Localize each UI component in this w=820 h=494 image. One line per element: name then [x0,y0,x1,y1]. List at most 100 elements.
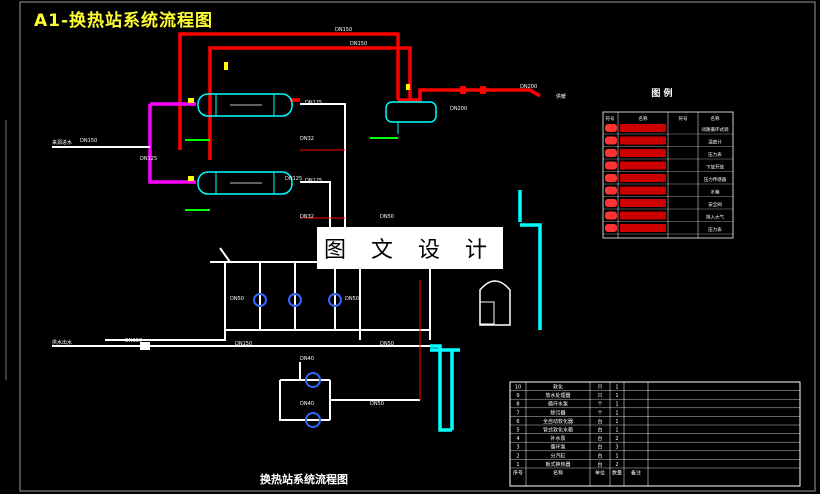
bom-no: 8 [516,402,519,408]
legend-item-label: 下放开放 [706,164,724,171]
pipe-size-label: DN32 [300,214,314,220]
control-lines [185,137,421,400]
legend-header: 符号 [679,115,688,122]
legend-symbol [605,149,617,157]
pipe-size-label: DN200 [450,106,467,112]
legend-name-cell [620,161,666,170]
bom-qty: 1 [615,428,618,434]
pipe-size-label: DN50 [345,296,359,302]
legend-name-cell [620,174,666,182]
legend-item-label: 闭路循环式调 [702,126,729,133]
bom-no: 10 [515,385,521,391]
bom-unit: 台 [597,452,602,459]
bom-no: 2 [516,453,519,459]
legend-symbol [605,186,617,195]
bom-header: 单位 [595,470,605,477]
legend-name-cell [620,186,666,195]
bom-name: 板式换热器 [545,461,570,468]
bom-qty: 2 [615,462,618,468]
bom-qty: 1 [615,402,618,408]
heating-label: 供暖 [556,93,566,100]
pipe-size-label: DN150 [80,138,97,144]
pipe-size-label: DN150 [350,41,367,47]
bom-no: 1 [516,462,519,468]
outlet-label: 供水出水 [52,339,72,346]
bom-unit: 台 [597,418,602,425]
legend-header: 符号 [606,115,615,122]
pipe-size-label: DN50 [380,214,394,220]
bom-no: 3 [516,445,519,451]
drawing-frame [19,1,816,492]
pipe-size-label: DN50 [370,401,384,407]
bom-qty: 2 [615,436,618,442]
circulation-pumps [253,293,342,428]
bom-header: 数量 [612,470,622,477]
legend-name-cell [620,211,666,220]
legend-title: 图 例 [651,87,672,99]
pipe-size-label: DN50 [230,296,244,302]
pipe-size-label: DN32 [300,136,314,142]
bom-qty: 3 [615,445,618,451]
legend-item-label: 安全阀 [708,201,722,208]
legend-item-label: 水箱 [711,189,720,196]
bom-header: 备注 [631,470,641,477]
supply-piping [178,32,541,160]
bom-name: 软化 [553,384,563,391]
bom-name: 除污器 [550,409,565,416]
heat-exchanger-2 [197,171,293,195]
valves [140,62,486,350]
legend-item-label: 温度计 [708,139,722,146]
bom-name: 管式软化水箱 [543,427,573,434]
legend-name-cell [620,136,666,145]
drawing-title: 换热站系统流程图 [260,473,348,486]
legend-name-cell [620,124,666,132]
pipe-size-label: DN150 [335,27,352,33]
legend-name-cell [620,224,666,232]
bom-no: 6 [516,419,519,425]
bom-name: 全自动软化器 [543,418,573,425]
bom-name: 循环水泵 [548,401,568,408]
softwater-piping [430,190,542,432]
pipe-size-label: DN50 [380,341,394,347]
watermark-banner: 图 文 设 计 [317,227,503,269]
legend-symbol [605,161,617,170]
bom-unit: 台 [597,427,602,434]
legend-symbol [605,211,617,220]
legend-item-label: 压力表 [708,226,722,233]
bom-no: 7 [516,410,519,416]
legend-symbol [605,136,617,145]
bom-unit: 台 [597,435,602,442]
heat-exchanger-1 [197,93,293,117]
legend-symbol [605,224,617,232]
legend-item-label: 压力表 [708,151,722,158]
pipe-size-label: DN150 [235,341,252,347]
pipe-size-label: DN40 [300,401,314,407]
pipe-size-label: DN125 [305,178,322,184]
legend-name-cell [620,199,666,207]
page-title: A1-换热站系统流程图 [34,11,214,31]
bom-header: 名称 [553,470,563,477]
bom-unit: 只 [597,385,602,391]
bom-name: 循环泵 [550,444,565,451]
bom-name: 软水处理器 [545,392,570,399]
bom-name: 分汽缸 [550,452,565,459]
legend-symbol [605,124,617,132]
bom-qty: 1 [615,385,618,391]
bom-unit: 台 [597,461,602,468]
pipe-size-label: DN125 [140,156,157,162]
pipe-size-label: DN125 [305,100,322,106]
bom-unit: 个 [597,410,602,416]
legend-item-label: 压力传感器 [704,176,727,183]
bom-qty: 1 [615,393,618,399]
bom-no: 9 [516,393,519,399]
softwater-tank [479,280,511,326]
pipe-size-label: DN40 [300,356,314,362]
inlet-label: 来源进水 [52,139,72,146]
legend-symbol [605,174,617,182]
bom-unit: 只 [597,393,602,399]
legend: 符号名称符号名称闭路循环式调温度计压力表下放开放压力传感器水箱安全阀排入大气压力… [602,111,734,239]
pipe-size-label: DN125 [285,176,302,182]
